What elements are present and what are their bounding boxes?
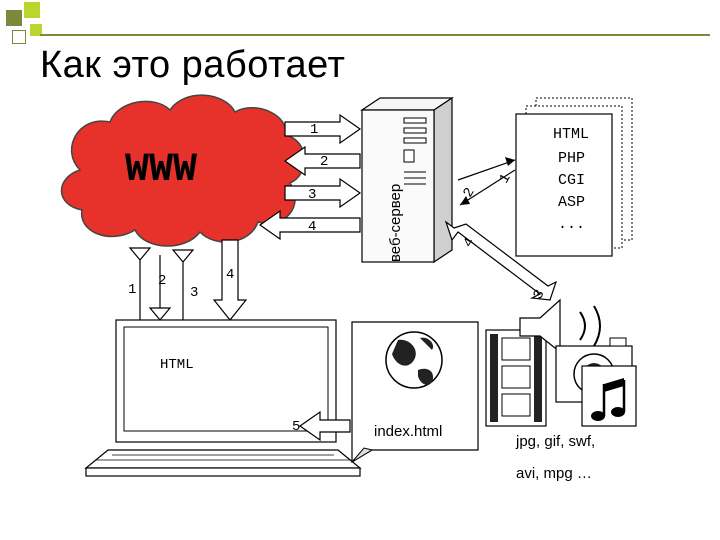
script-line-cgi: CGI xyxy=(558,172,585,189)
script-line-php: PHP xyxy=(558,150,585,167)
keyboard xyxy=(84,449,362,477)
client-arrow-3-label: 3 xyxy=(190,285,198,301)
client-arrow-4-label: 4 xyxy=(226,267,234,283)
server-arrow-2-label: 2 xyxy=(320,154,328,170)
diag-label-2: 2 xyxy=(460,185,478,200)
globe-icon xyxy=(385,331,443,389)
diag-label-1: 1 xyxy=(496,171,514,186)
media-types-line-2: avi, mpg … xyxy=(516,465,592,482)
cloud-label: WWW xyxy=(125,148,197,193)
server-arrow-1 xyxy=(284,113,362,145)
deco-line xyxy=(40,34,710,36)
media-types-line-1: jpg, gif, swf, xyxy=(515,433,595,450)
monitor xyxy=(115,319,337,443)
cloud-shape xyxy=(60,94,306,247)
diag-arrow-server-scripts-1 xyxy=(457,157,516,181)
script-line-html: HTML xyxy=(553,126,589,143)
server-arrow-4-label: 4 xyxy=(308,219,316,235)
client-arrow-3 xyxy=(171,249,195,320)
page-title: Как это работает xyxy=(40,44,346,86)
film-icon xyxy=(485,329,547,427)
client-arrow-1-label: 1 xyxy=(128,282,136,298)
diag-arrow-server-scripts-2 xyxy=(459,169,516,206)
client-arrow-4 xyxy=(212,239,248,321)
arrow-5 xyxy=(298,410,351,442)
deco-square-green xyxy=(24,2,40,18)
music-note-icon xyxy=(581,365,637,427)
deco-square-green-small xyxy=(30,24,42,36)
server-label: веб-сервер xyxy=(387,184,404,262)
document-page xyxy=(351,321,479,464)
server-arrow-3 xyxy=(284,177,362,209)
server-tower xyxy=(360,96,454,264)
deco-square-outline xyxy=(12,30,26,44)
server-arrow-1-label: 1 xyxy=(310,122,318,138)
deco-square-olive xyxy=(6,10,22,26)
server-arrow-4 xyxy=(258,209,361,241)
script-line-asp: ASP xyxy=(558,194,585,211)
client-arrow-2-label: 2 xyxy=(158,273,166,289)
scripts-pages xyxy=(515,97,633,257)
arrow-5-label: 5 xyxy=(292,419,300,435)
client-arrow-1 xyxy=(128,247,152,320)
document-filename: index.html xyxy=(374,423,442,440)
server-arrow-2 xyxy=(283,145,361,177)
client-arrow-2 xyxy=(148,255,172,321)
server-arrow-3-label: 3 xyxy=(308,187,316,203)
script-line-dots: ... xyxy=(558,216,585,233)
diag-arrow-server-media xyxy=(444,220,558,301)
monitor-screen-text: HTML xyxy=(160,357,194,373)
